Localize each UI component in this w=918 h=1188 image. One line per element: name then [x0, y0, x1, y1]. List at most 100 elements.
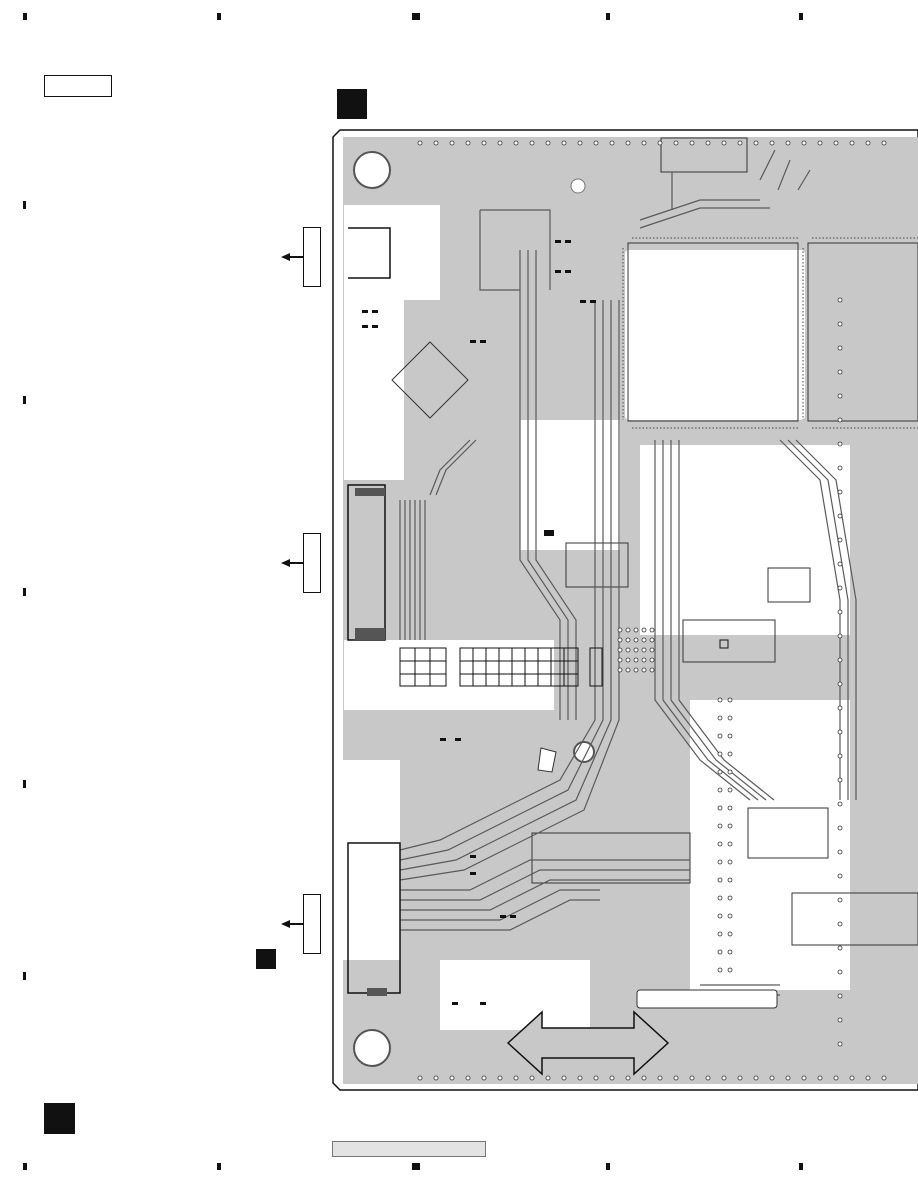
via [802, 141, 806, 145]
via [850, 141, 854, 145]
via [618, 648, 622, 652]
via [626, 1076, 630, 1080]
via [634, 648, 638, 652]
via [838, 394, 842, 398]
via [728, 752, 732, 756]
via [546, 1076, 550, 1080]
via [838, 442, 842, 446]
via [838, 586, 842, 590]
via [718, 842, 722, 846]
via [838, 298, 842, 302]
via [578, 1076, 582, 1080]
via [674, 141, 678, 145]
via [728, 878, 732, 882]
via [838, 922, 842, 926]
via [658, 1076, 662, 1080]
via [718, 860, 722, 864]
via [482, 1076, 486, 1080]
clear-area-5 [344, 640, 554, 710]
via [450, 141, 454, 145]
via [562, 141, 566, 145]
via [718, 752, 722, 756]
via [738, 1076, 742, 1080]
via [770, 141, 774, 145]
via [650, 658, 654, 662]
via [838, 466, 842, 470]
via [546, 141, 550, 145]
via [818, 141, 822, 145]
via [634, 668, 638, 672]
via [626, 141, 630, 145]
via [718, 698, 722, 702]
via [594, 1076, 598, 1080]
via [578, 141, 582, 145]
via [838, 610, 842, 614]
clear-area-7 [690, 700, 850, 880]
via [626, 638, 630, 642]
via [834, 141, 838, 145]
via [634, 628, 638, 632]
via [728, 806, 732, 810]
via [642, 668, 646, 672]
via [838, 658, 842, 662]
via [728, 950, 732, 954]
mounting-hole-bottom [354, 1030, 390, 1066]
via [838, 682, 842, 686]
via [690, 1076, 694, 1080]
via [838, 490, 842, 494]
via [530, 141, 534, 145]
via [838, 730, 842, 734]
clear-area-3 [625, 250, 805, 420]
via [838, 898, 842, 902]
via [738, 141, 742, 145]
via [718, 788, 722, 792]
via [838, 1042, 842, 1046]
via [838, 778, 842, 782]
via [718, 914, 722, 918]
via [610, 1076, 614, 1080]
via [728, 770, 732, 774]
via [838, 538, 842, 542]
via [728, 734, 732, 738]
via [838, 1018, 842, 1022]
via [718, 770, 722, 774]
via [618, 658, 622, 662]
via [498, 141, 502, 145]
via [618, 628, 622, 632]
via [718, 950, 722, 954]
via [728, 788, 732, 792]
via [650, 648, 654, 652]
clear-area-6 [340, 760, 400, 960]
via [718, 968, 722, 972]
via [728, 896, 732, 900]
via [626, 648, 630, 652]
via [658, 141, 662, 145]
via [718, 716, 722, 720]
via [610, 141, 614, 145]
via [650, 668, 654, 672]
via [838, 802, 842, 806]
via [728, 698, 732, 702]
via [642, 638, 646, 642]
via [728, 842, 732, 846]
via [626, 668, 630, 672]
via [642, 648, 646, 652]
via [706, 141, 710, 145]
via [838, 826, 842, 830]
via [482, 141, 486, 145]
header-pad-strip [637, 990, 777, 1008]
via [718, 878, 722, 882]
via [770, 1076, 774, 1080]
via [718, 806, 722, 810]
via [642, 628, 646, 632]
via [498, 1076, 502, 1080]
via [434, 141, 438, 145]
via [728, 968, 732, 972]
via [838, 634, 842, 638]
via [594, 141, 598, 145]
via [618, 668, 622, 672]
via [634, 638, 638, 642]
via [838, 994, 842, 998]
via [418, 1076, 422, 1080]
